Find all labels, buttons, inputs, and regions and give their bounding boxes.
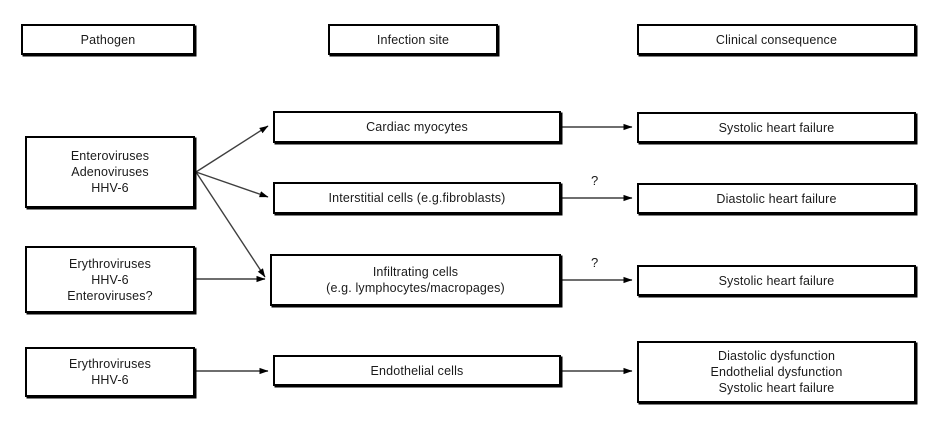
node-pathogen-group-3: Erythroviruses HHV-6: [25, 347, 195, 397]
endothelial-cells-label: Endothelial cells: [370, 363, 464, 378]
pathogen-group-2-line-1: Erythroviruses: [69, 256, 151, 271]
infiltrating-cells-line-1: Infiltrating cells: [372, 265, 459, 279]
header-pathogen: Pathogen: [21, 24, 195, 55]
header-clinical-consequence-label: Clinical consequence: [715, 32, 838, 47]
infiltrating-cells-line-2: (e.g. lymphocytes/macropages): [326, 281, 505, 295]
header-clinical-consequence: Clinical consequence: [637, 24, 916, 55]
node-cardiac-myocytes: Cardiac myocytes: [273, 111, 561, 143]
endothelial-consequences-line-1: Diastolic dysfunction: [717, 349, 836, 363]
cardiac-myocytes-label: Cardiac myocytes: [366, 120, 468, 134]
pathogen-group-1-line-1: Enteroviruses: [70, 149, 150, 163]
pathogen-group-1-line-3: HHV-6: [91, 181, 129, 195]
question-mark-interstitial-to-diastolic: ?: [591, 173, 599, 188]
node-pathogen-group-2: Erythroviruses HHV-6 Enteroviruses?: [25, 246, 195, 313]
header-pathogen-label: Pathogen: [80, 32, 136, 47]
pathogen-group-1-line-2: Adenoviruses: [71, 165, 149, 179]
node-pathogen-group-1: Enteroviruses Adenoviruses HHV-6: [25, 136, 195, 208]
edge-pathogen1-to-infiltrating-cells: [195, 171, 266, 278]
header-infection-site-label: Infection site: [376, 32, 450, 47]
node-interstitial-cells: Interstitial cells (e.g.fibroblasts): [273, 182, 561, 214]
node-systolic-heart-failure-2: Systolic heart failure: [637, 265, 916, 296]
endothelial-consequences-line-3: Systolic heart failure: [718, 381, 835, 395]
pathogen-group-3-line-1: Erythroviruses: [69, 357, 151, 371]
endothelial-consequences-line-2: Endothelial dysfunction: [710, 365, 843, 379]
node-endothelial-consequences: Diastolic dysfunction Endothelial dysfun…: [637, 341, 916, 403]
edge-pathogen1-to-interstitial-cells: [195, 171, 269, 198]
header-infection-site: Infection site: [328, 24, 498, 55]
pathogen-group-2-line-3: Enteroviruses?: [67, 288, 153, 303]
node-infiltrating-cells: Infiltrating cells (e.g. lymphocytes/mac…: [270, 254, 561, 306]
question-mark-infiltrating-to-systolic: ?: [591, 255, 599, 270]
diastolic-heart-failure-label: Diastolic heart failure: [716, 191, 837, 206]
pathogen-group-2-line-2: HHV-6: [91, 272, 129, 287]
edge-pathogen1-to-cardiac-myocytes: [195, 125, 269, 173]
node-endothelial-cells: Endothelial cells: [273, 355, 561, 386]
systolic-heart-failure-2-label: Systolic heart failure: [718, 273, 835, 288]
node-systolic-heart-failure-1: Systolic heart failure: [637, 112, 916, 143]
node-diastolic-heart-failure: Diastolic heart failure: [637, 183, 916, 214]
systolic-heart-failure-1-label: Systolic heart failure: [718, 120, 835, 135]
interstitial-cells-label: Interstitial cells (e.g.fibroblasts): [328, 191, 506, 205]
pathogen-group-3-line-2: HHV-6: [91, 373, 129, 387]
